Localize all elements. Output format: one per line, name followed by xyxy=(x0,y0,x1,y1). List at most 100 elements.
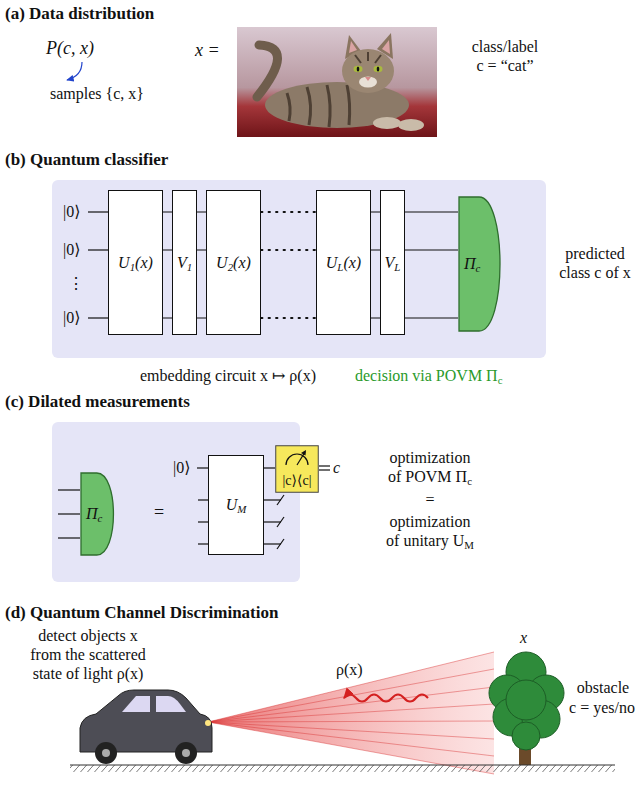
ground-hatch xyxy=(70,765,615,772)
light-ray xyxy=(208,704,494,722)
cat-pupil xyxy=(357,66,360,71)
meter-needle-head xyxy=(301,450,306,456)
wire xyxy=(197,467,208,468)
text-part: Π xyxy=(464,255,476,272)
panel-heading: (b) Quantum classifier xyxy=(5,150,168,170)
light-ray xyxy=(208,652,494,722)
cat-pupil xyxy=(377,66,380,71)
cat-photo xyxy=(237,27,437,137)
subscript: 1 xyxy=(130,261,135,273)
ground-line xyxy=(70,764,615,765)
text-part: U xyxy=(216,254,228,271)
measurement-symbol: Πc xyxy=(80,472,120,556)
equals-sign: = xyxy=(383,490,477,509)
text-part: (x) xyxy=(135,254,153,271)
obstacle-note: obstacle xyxy=(568,678,638,697)
car-window xyxy=(122,696,150,712)
tree-foliage xyxy=(489,652,564,750)
light-cone xyxy=(208,652,494,774)
quantum-wire xyxy=(197,212,206,318)
obstacle-note: c = yes/no xyxy=(563,698,641,717)
light-rays xyxy=(208,652,494,774)
wheel xyxy=(95,742,117,764)
discard-mark xyxy=(277,495,284,505)
qubit-state: |0⟩ xyxy=(63,308,80,327)
wire xyxy=(88,317,108,318)
gate-label: VL xyxy=(385,253,401,272)
circuit-panel xyxy=(52,422,300,582)
meter-arc xyxy=(286,454,308,465)
cat-muzzle xyxy=(359,77,377,88)
wire xyxy=(198,521,208,522)
vertical-ellipsis: ⋮ xyxy=(68,274,84,293)
projective-measurement-box: |c⟩⟨c| xyxy=(275,445,319,493)
circuit-panel xyxy=(52,180,546,358)
gate-label: Πc xyxy=(86,504,102,523)
measurement-box-fill xyxy=(276,446,319,493)
subscript: 2 xyxy=(228,261,233,273)
measurement-shape xyxy=(459,197,500,331)
car-body xyxy=(80,690,212,752)
gate-label: U2(x) xyxy=(216,253,251,272)
wheel-hub xyxy=(102,749,110,757)
qubit-state: |0⟩ xyxy=(63,240,80,259)
text-part: Π xyxy=(86,505,98,522)
quantum-gate: U2(x) xyxy=(206,190,261,335)
gate-label: U1(x) xyxy=(118,253,153,272)
cat-paw xyxy=(373,117,401,129)
text-part: decision via POVM Π xyxy=(355,367,498,384)
scenario-text: detect objects x from the scattered stat… xyxy=(22,626,154,684)
wire xyxy=(58,537,80,538)
discard-mark xyxy=(277,517,284,527)
panel-heading: (a) Data distribution xyxy=(5,4,154,24)
object-symbol: x xyxy=(520,628,527,647)
wheel xyxy=(175,742,197,764)
quantum-wire xyxy=(371,212,380,318)
input-wires xyxy=(88,212,108,318)
subscript: c xyxy=(98,513,103,525)
leaf-cluster xyxy=(512,722,540,750)
cat-eye xyxy=(374,66,383,72)
text-part: V xyxy=(177,254,187,271)
photo-background xyxy=(237,27,437,137)
wire xyxy=(264,499,281,500)
light-ray xyxy=(208,687,494,722)
wire xyxy=(58,513,80,514)
state-symbol: ρ(x) xyxy=(336,660,363,679)
car xyxy=(80,690,212,764)
tree xyxy=(489,652,564,765)
quantum-gate: U1(x) xyxy=(108,190,163,335)
wire xyxy=(264,543,281,544)
discard-mark xyxy=(277,539,284,549)
wire xyxy=(58,489,80,490)
wire xyxy=(198,543,208,544)
quantum-wire xyxy=(261,212,316,318)
gate-label: Πc xyxy=(464,254,480,273)
cat-head xyxy=(342,49,394,93)
gate-label: V1 xyxy=(177,253,192,272)
quantum-wire xyxy=(163,212,172,318)
wheel-hub xyxy=(182,749,190,757)
output-note: predicted class c of x xyxy=(553,244,637,282)
cat-nose xyxy=(365,77,371,81)
gate-label: UL(x) xyxy=(326,253,361,272)
text-part: U xyxy=(118,254,130,271)
quantum-wire xyxy=(264,467,275,468)
gate-label: |c⟩⟨c| xyxy=(283,473,312,490)
quantum-gate: V1 xyxy=(172,190,197,335)
classical-wire xyxy=(319,469,330,470)
light-ray xyxy=(208,721,494,722)
text-part: U xyxy=(326,254,338,271)
subscript: c xyxy=(498,374,503,386)
leaf-cluster xyxy=(506,680,546,720)
quantum-gate: VL xyxy=(380,190,405,335)
input-symbol: x = xyxy=(195,40,220,62)
circuit-caption: embedding circuit x ↦ ρ(x) xyxy=(140,366,316,385)
gate-label: UM xyxy=(226,495,247,514)
qubit-state: |0⟩ xyxy=(173,458,190,477)
cat-ear-inner xyxy=(349,41,357,53)
subscript: L xyxy=(337,261,343,273)
scattered-wave xyxy=(344,695,428,702)
